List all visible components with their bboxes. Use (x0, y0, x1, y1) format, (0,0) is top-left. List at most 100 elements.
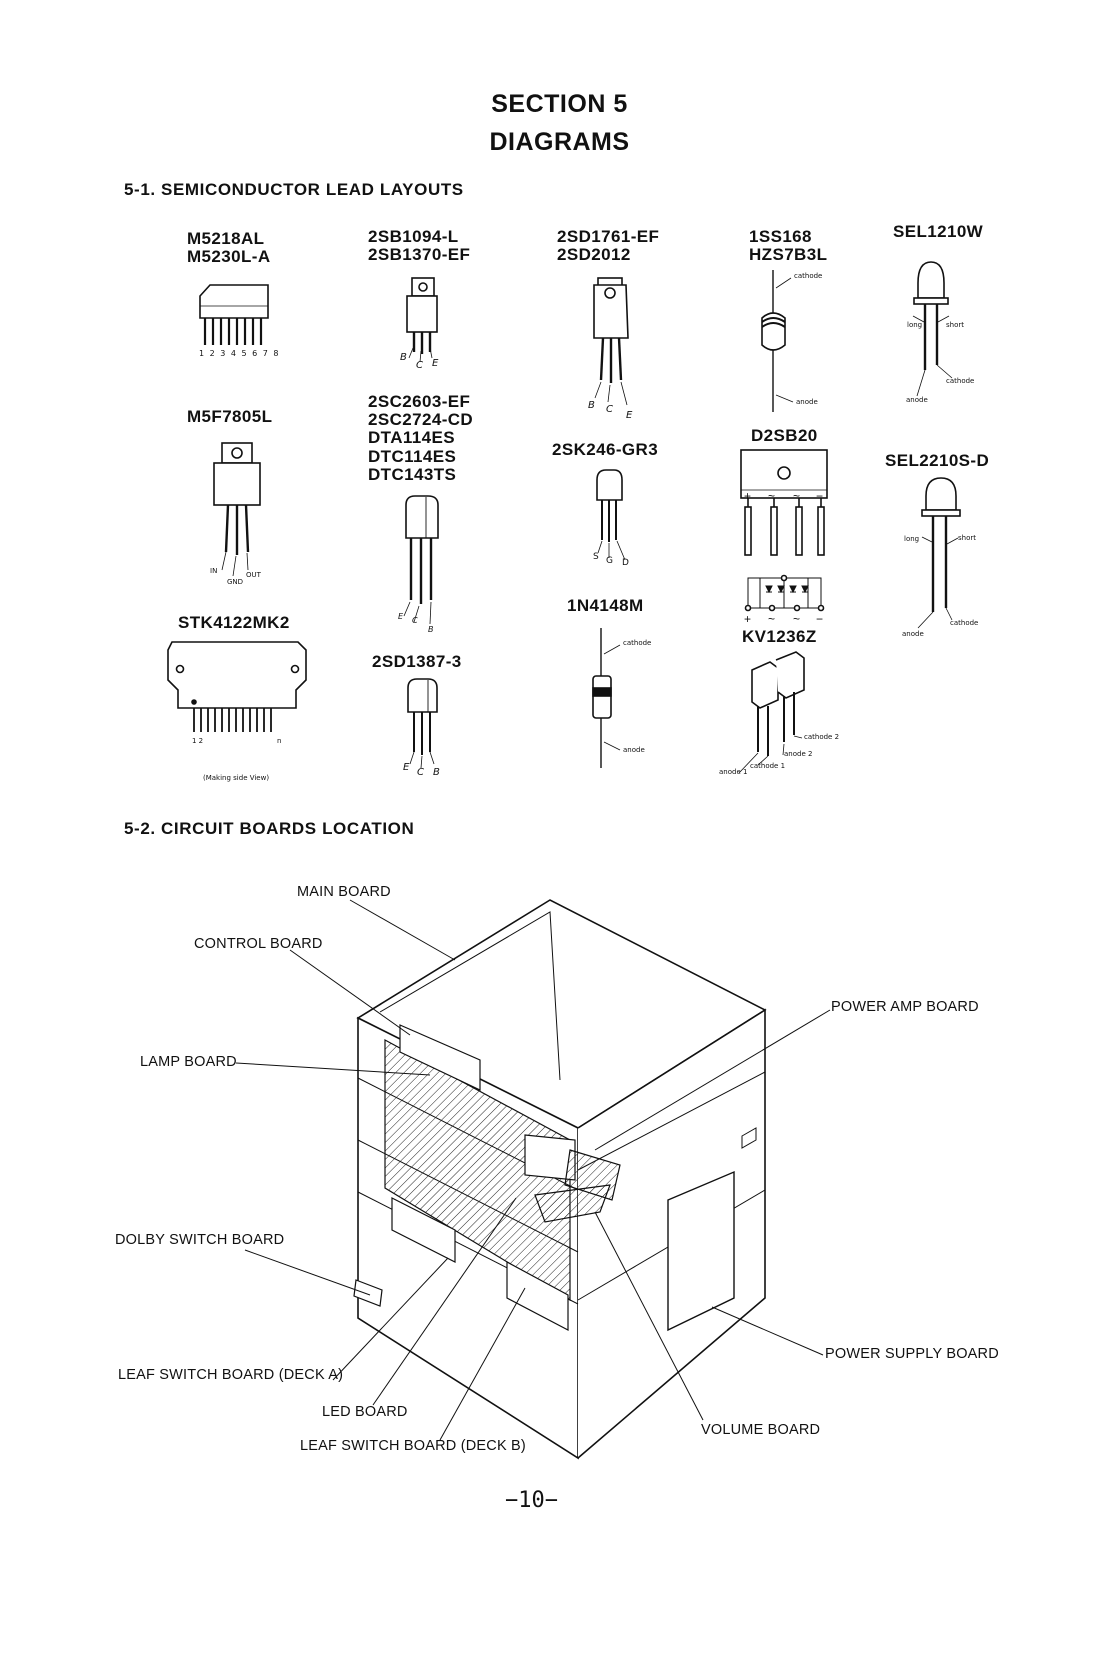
main-board-leader (349, 899, 456, 961)
part-stk4122mk2: STK4122MK2 (178, 613, 290, 632)
label-main-board: MAIN BOARD (297, 884, 391, 900)
sel2210-short-label: short (958, 534, 976, 542)
part-m5f7805l: M5F7805L (187, 407, 273, 426)
sd1761-pin-e: E (626, 410, 633, 421)
d2sb20-schem-ac1: ~ (768, 612, 776, 626)
subsection-boards-location: 5-2. CIRCUIT BOARDS LOCATION (124, 819, 415, 838)
led-round-drawing (912, 261, 953, 397)
part-dtc143ts: DTC143TS (368, 465, 457, 484)
sk246-pin-s: S (593, 552, 599, 562)
sel1210-long-label: long (907, 321, 923, 329)
d2sb20-schem-ac2: ~ (793, 612, 801, 626)
zener-diode-drawing (761, 270, 794, 412)
part-kv1236z: KV1236Z (742, 627, 817, 646)
sd1387-pin-b: B (433, 767, 440, 778)
part-2sd2012: 2SD2012 (557, 245, 631, 264)
n4148-anode-label: anode (623, 746, 645, 754)
led-board-leader (372, 1197, 517, 1406)
kv1236-cathode1-label: cathode 1 (750, 762, 786, 770)
part-1n4148m: 1N4148M (567, 596, 644, 615)
part-1ss168: 1SS168 (749, 227, 812, 246)
to220-regulator-drawing (213, 442, 261, 577)
part-hzs7b3l: HZS7B3L (749, 245, 828, 264)
label-dolby-switch-board: DOLBY SWITCH BOARD (115, 1232, 285, 1248)
part-dta114es: DTA114ES (368, 428, 455, 447)
page-title: DIAGRAMS (489, 128, 630, 156)
to92l-transistor-drawing (403, 495, 439, 625)
to220f-transistor-drawing (593, 277, 629, 406)
hybrid-module-drawing (167, 641, 307, 732)
signal-diode-drawing (592, 628, 621, 768)
stk-view-note: (Making side View) (203, 774, 270, 782)
sel2210-cathode-label: cathode (950, 619, 979, 627)
n4148-cathode-label: cathode (623, 639, 652, 647)
part-sel1210w: SEL1210W (893, 222, 984, 241)
control-board-leader (289, 949, 411, 1036)
power-supply-leader (711, 1306, 824, 1356)
sb1094-pin-e: E (432, 358, 439, 369)
leaf-a-leader (332, 1257, 449, 1381)
d2sb20-schem-plus: + (744, 612, 752, 626)
part-dtc114es: DTC114ES (368, 447, 457, 466)
part-2sb1370: 2SB1370-EF (368, 245, 471, 264)
sel1210-short-label: short (946, 321, 964, 329)
power-amp-leader (594, 1009, 831, 1151)
sd1387-pin-c: C (417, 767, 424, 778)
part-2sd1761: 2SD1761-EF (557, 227, 660, 246)
label-power-amp-board: POWER AMP BOARD (831, 999, 979, 1015)
sc2603-pin-e: E (398, 612, 404, 621)
section-number: SECTION 5 (491, 90, 628, 118)
m5f7805-pin-in: IN (210, 567, 218, 575)
label-leaf-switch-deck-a: LEAF SWITCH BOARD (DECK A) (118, 1367, 344, 1383)
bridge-rectifier-drawing (740, 449, 828, 612)
ss168-cathode-label: cathode (794, 272, 823, 280)
dolby-leader (244, 1249, 371, 1296)
to92-transistor-drawing (407, 678, 438, 769)
leaf-b-leader (439, 1287, 526, 1441)
kv1236-cathode2-label: cathode 2 (804, 733, 840, 741)
sel2210-long-label: long (904, 535, 920, 543)
d2sb20-schem-minus: − (816, 612, 824, 626)
stk-pin-last: n (277, 737, 282, 745)
varicap-diode-drawing (738, 651, 805, 774)
label-volume-board: VOLUME BOARD (701, 1422, 821, 1438)
page-number: −10− (505, 1488, 558, 1513)
m5218-pin-numbers: 1 2 3 4 5 6 7 8 (199, 349, 281, 358)
lamp-board-leader (235, 1062, 431, 1076)
sel1210-cathode-label: cathode (946, 377, 975, 385)
label-lamp-board: LAMP BOARD (140, 1054, 237, 1070)
part-2sk246: 2SK246-GR3 (552, 440, 659, 459)
m5f7805-pin-gnd: GND (227, 578, 244, 586)
sd1387-pin-e: E (403, 762, 410, 773)
d2sb20-sign-plus: + (744, 489, 752, 503)
part-m5230l: M5230L-A (187, 247, 271, 266)
d2sb20-sign-ac1: ~ (768, 489, 776, 503)
part-m5218al: M5218AL (187, 229, 265, 248)
sd1761-pin-b: B (588, 400, 595, 411)
to126-transistor-drawing (406, 277, 438, 363)
ss168-anode-label: anode (796, 398, 818, 406)
sk246-pin-d: D (622, 558, 629, 568)
sc2603-pin-b: B (428, 625, 434, 634)
label-leaf-switch-deck-b: LEAF SWITCH BOARD (DECK B) (300, 1438, 526, 1454)
d2sb20-sign-minus: − (816, 489, 824, 503)
sc2603-pin-c: C (412, 616, 418, 625)
sd1761-pin-c: C (606, 404, 613, 415)
part-2sd1387: 2SD1387-3 (372, 652, 462, 671)
sel2210-anode-label: anode (902, 630, 924, 638)
part-d2sb20: D2SB20 (751, 426, 818, 445)
stk-pin-first: 1 2 (192, 737, 204, 745)
label-control-board: CONTROL BOARD (194, 936, 323, 952)
sb1094-pin-b: B (400, 352, 407, 363)
sk246-pin-g: G (606, 556, 613, 566)
d2sb20-sign-ac2: ~ (793, 489, 801, 503)
label-power-supply-board: POWER SUPPLY BOARD (825, 1346, 999, 1362)
part-sel2210s: SEL2210S-D (885, 451, 990, 470)
jfet-drawing (596, 469, 626, 561)
part-2sb1094: 2SB1094-L (368, 227, 459, 246)
part-2sc2724: 2SC2724-CD (368, 410, 474, 429)
subsection-lead-layouts: 5-1. SEMICONDUCTOR LEAD LAYOUTS (124, 180, 464, 199)
led-flat-drawing (917, 477, 961, 629)
